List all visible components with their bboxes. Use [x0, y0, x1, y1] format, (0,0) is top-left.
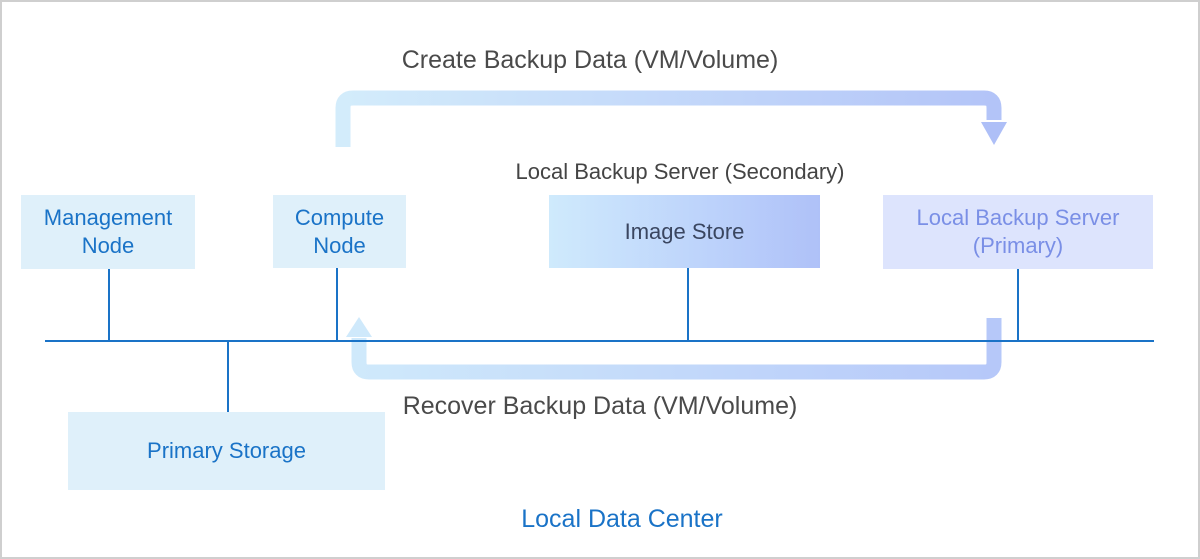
data-center-label: Local Data Center	[521, 505, 723, 533]
backup-server-line1: Local Backup Server	[916, 205, 1120, 230]
create-backup-arrowhead	[981, 122, 1007, 145]
backup-server-line2: (Primary)	[972, 233, 1064, 258]
recover-backup-arrowhead	[346, 317, 372, 337]
recover-backup-arrow	[351, 318, 1002, 380]
management-node: Management Node	[21, 195, 195, 269]
create-backup-arrow	[335, 90, 1002, 147]
compute-node: Compute Node	[273, 195, 406, 268]
backup-server-primary-node: Local Backup Server (Primary)	[883, 195, 1153, 269]
primary-storage-label: Primary Storage	[147, 438, 306, 463]
compute-node-line2: Node	[313, 232, 366, 258]
compute-node-line1: Compute	[294, 204, 385, 230]
create-backup-label: Create Backup Data (VM/Volume)	[401, 46, 779, 74]
primary-storage-node: Primary Storage	[68, 412, 385, 490]
recover-backup-label: Recover Backup Data (VM/Volume)	[402, 392, 798, 420]
image-store-node: Image Store	[549, 195, 820, 268]
management-node-line1: Management	[43, 205, 173, 230]
secondary-server-label: Local Backup Server (Secondary)	[515, 159, 845, 184]
management-node-line2: Node	[81, 233, 135, 258]
image-store-label: Image Store	[624, 218, 745, 244]
